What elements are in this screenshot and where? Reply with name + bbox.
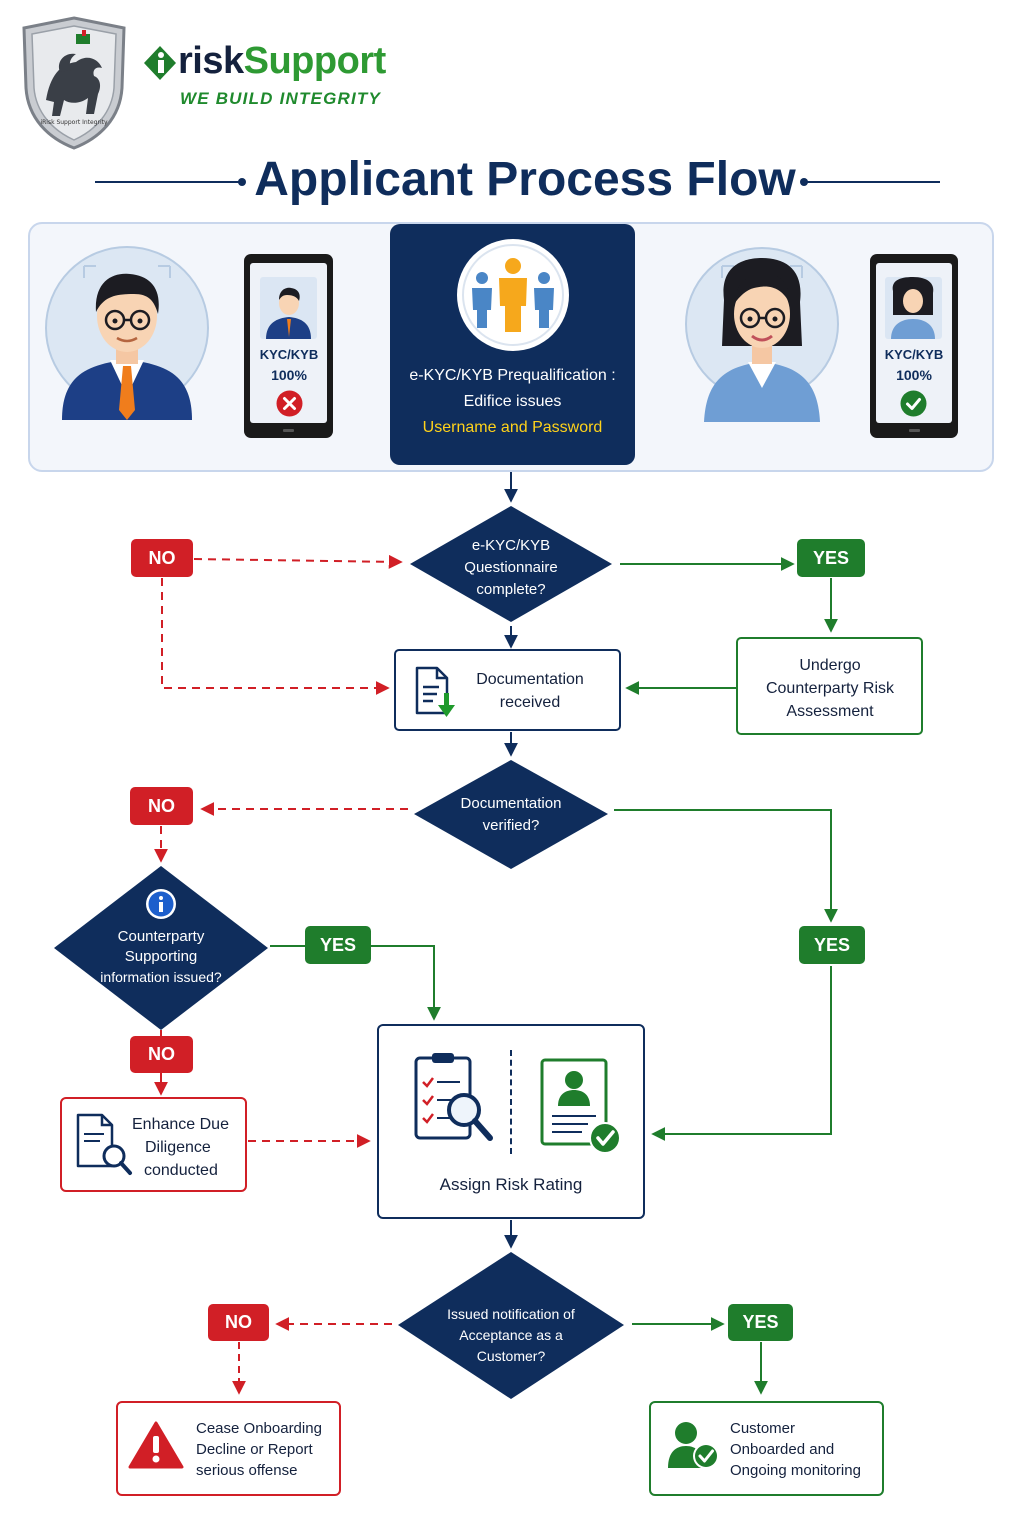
yes-tag-supporting: YES — [305, 926, 371, 964]
page-title: Applicant Process Flow — [254, 153, 796, 206]
title-rule-right-dot — [800, 178, 808, 186]
yes-to-rating — [651, 966, 832, 1141]
male-applicant-avatar — [45, 246, 209, 420]
prequal-line3: Username and Password — [422, 419, 603, 436]
no-tag-acceptance: NO — [208, 1304, 269, 1341]
left-phone-line1: KYC/KYB — [259, 347, 319, 362]
decision-acceptance-line3: Customer? — [476, 1348, 546, 1364]
decision-questionnaire-shape — [410, 506, 612, 622]
decision-supporting-line3: information issued? — [100, 969, 222, 985]
female-applicant-avatar — [685, 247, 839, 422]
verified-to-yes — [614, 809, 838, 923]
assessment-line3: Assessment — [786, 703, 874, 720]
cease-line1: Cease Onboarding — [196, 1420, 322, 1437]
yes-to-rating-left — [371, 945, 441, 1021]
people-group-icon — [457, 239, 569, 351]
right-phone-line2: 100% — [896, 367, 932, 383]
right-phone-device — [870, 254, 958, 438]
onboarded-line1: Customer — [730, 1420, 796, 1437]
brand-name-risk: risk — [178, 40, 244, 82]
edd-line3: conducted — [144, 1162, 218, 1179]
assessment-box — [736, 637, 923, 735]
decision-questionnaire-line1: e-KYC/KYB — [471, 537, 551, 554]
no-tag-supporting: NO — [130, 1036, 193, 1073]
decision-doc-verified: Documentation verified? — [431, 793, 591, 837]
brand-name-support: Support — [243, 40, 387, 82]
decision-acceptance-shape — [398, 1252, 624, 1399]
decision-supporting-info: Counterparty Supporting information issu… — [71, 927, 251, 987]
docs-received-line2: received — [499, 694, 561, 711]
no-to-questionnaire-dashed — [193, 554, 403, 569]
prequal-line2: Edifice issues — [463, 393, 562, 410]
assign-rating-label: Assign Risk Rating — [439, 1175, 583, 1194]
decision-acceptance-line2: Acceptance as a — [459, 1327, 563, 1343]
document-download-icon — [415, 666, 455, 717]
brand-tagline: WE BUILD INTEGRITY — [180, 89, 382, 108]
decision-supporting-line2: Supporting — [124, 948, 198, 965]
decision-doc-verified-line1: Documentation — [460, 795, 562, 812]
right-phone-line1: KYC/KYB — [884, 347, 944, 362]
brand-name: riskSupport — [178, 40, 386, 83]
edd-line2: Diligence — [145, 1139, 211, 1156]
decision-acceptance: Issued notification of Acceptance as a C… — [421, 1304, 601, 1367]
cease-line2: Decline or Report — [196, 1441, 313, 1458]
left-phone-device — [244, 254, 333, 438]
title-rule-left-dot — [238, 178, 246, 186]
document-search-icon — [76, 1113, 132, 1175]
warning-icon — [128, 1421, 184, 1469]
onboarded-box — [649, 1401, 884, 1496]
svg-text:iRisk Support Integrity: iRisk Support Integrity — [40, 119, 108, 126]
no-to-docs-dashed — [161, 578, 390, 695]
decision-supporting-shape — [54, 866, 268, 1030]
info-icon — [146, 889, 176, 919]
rating-divider — [510, 1050, 512, 1154]
yes-tag-questionnaire: YES — [797, 539, 865, 577]
decision-questionnaire-line3: complete? — [476, 581, 546, 598]
left-phone-line2: 100% — [271, 367, 307, 383]
docs-received-line1: Documentation — [476, 671, 584, 688]
yes-tag-acceptance: YES — [728, 1304, 793, 1341]
clipboard-search-icon — [414, 1053, 493, 1141]
user-check-icon — [668, 1422, 719, 1469]
no-tag-questionnaire: NO — [131, 539, 193, 577]
decision-doc-verified-line2: verified? — [482, 817, 540, 834]
cease-line3: serious offense — [196, 1462, 298, 1479]
onboarded-line2: Onboarded and — [730, 1441, 835, 1458]
cross-icon — [276, 390, 303, 417]
decision-questionnaire: e-KYC/KYB Questionnaire complete? — [431, 535, 591, 601]
assessment-line2: Counterparty Risk — [765, 680, 895, 697]
decision-questionnaire-line2: Questionnaire — [464, 559, 558, 576]
docs-received-text: Documentation received — [458, 668, 602, 714]
yes-tag-doc-verified: YES — [799, 926, 865, 964]
assessment-line1: Undergo — [799, 657, 861, 674]
decision-acceptance-line1: Issued notification of — [447, 1306, 575, 1322]
decision-doc-verified-shape — [414, 760, 608, 869]
onboarded-text: Customer Onboarded and Ongoing monitorin… — [730, 1418, 880, 1481]
edd-line1: Enhance Due — [132, 1116, 229, 1133]
onboarded-line3: Ongoing monitoring — [730, 1462, 861, 1479]
cease-box — [116, 1401, 341, 1496]
cease-text: Cease Onboarding Decline or Report serio… — [196, 1418, 336, 1481]
shield-lion-logo-icon: iRisk Support Integrity — [22, 16, 126, 150]
decision-supporting-line1: Counterparty — [117, 928, 205, 945]
check-icon — [900, 390, 927, 417]
profile-check-icon — [540, 1058, 621, 1154]
prequal-line1: e-KYC/KYB Prequalification : — [409, 367, 616, 384]
edd-text: Enhance Due Diligence conducted — [132, 1113, 242, 1182]
assessment-text: Undergo Counterparty Risk Assessment — [740, 654, 920, 723]
no-tag-doc-verified: NO — [130, 787, 193, 825]
brand-i-icon — [144, 46, 176, 80]
